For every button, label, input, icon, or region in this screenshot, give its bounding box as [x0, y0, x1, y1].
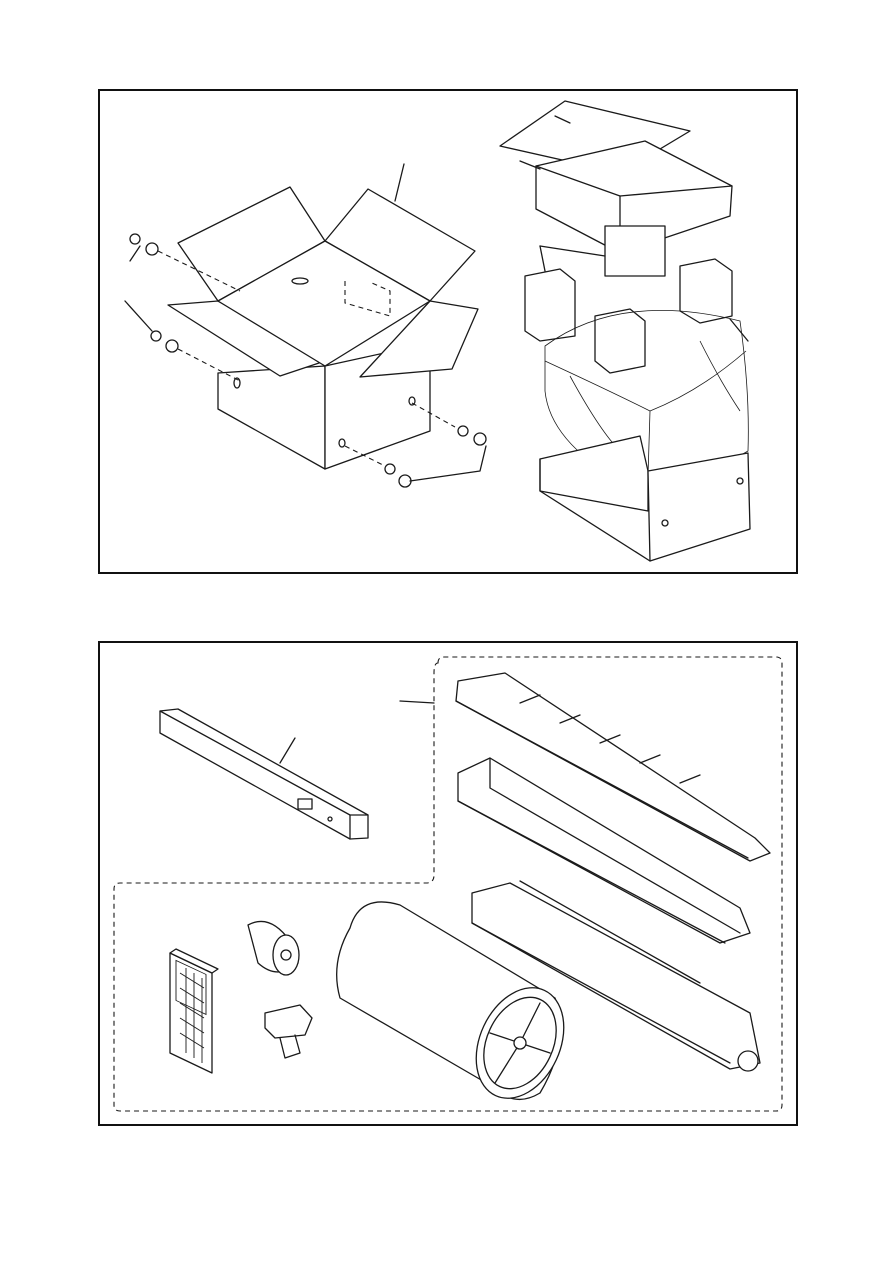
- separation-pad: [264, 1004, 313, 1059]
- top-cushion: [499, 100, 733, 277]
- air-filter: [169, 948, 219, 1074]
- accessory-diagram: [113, 656, 783, 1112]
- bottom-tray: [539, 435, 751, 562]
- cleaning-unit: [471, 880, 761, 1072]
- packing-diagram: [124, 100, 751, 562]
- drum: [336, 901, 565, 1100]
- kit-boundary: [113, 656, 783, 1112]
- figure-packing-materials: [98, 89, 798, 574]
- pickup-roller: [247, 920, 300, 976]
- upper-frame: [455, 672, 771, 862]
- bagged-unit: [544, 310, 749, 484]
- rail-bar: [159, 708, 369, 840]
- figure-accessory-parts: [98, 641, 798, 1126]
- side-pads: [524, 245, 749, 374]
- cardboard-box: [167, 186, 479, 470]
- roller-unit: [457, 757, 751, 944]
- box-plugs: [124, 163, 487, 488]
